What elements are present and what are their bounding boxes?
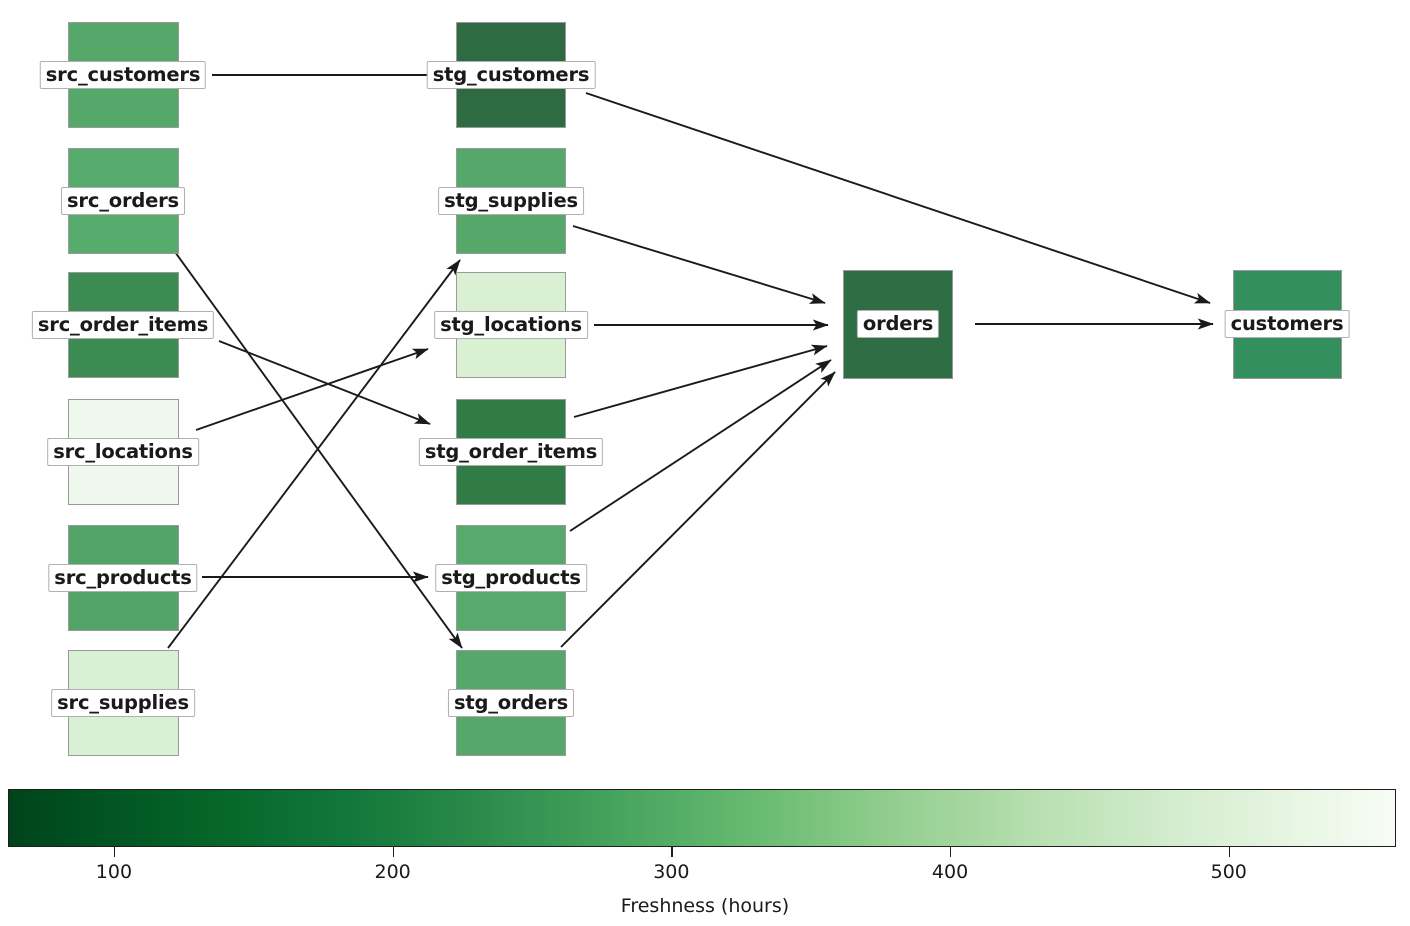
edge-stg_orders-to-orders xyxy=(560,371,836,648)
edge-stg_products-to-orders xyxy=(569,359,832,532)
node-label-stg_customers[interactable]: stg_customers xyxy=(426,60,596,90)
edge-stg_order_items-to-orders xyxy=(573,344,828,418)
edge-src_locations-to-stg_locations xyxy=(195,348,429,431)
edge-src_order_items-to-stg_order_items xyxy=(218,340,431,425)
node-label-stg_products[interactable]: stg_products xyxy=(435,563,587,593)
edge-src_supplies-to-stg_supplies xyxy=(167,259,461,649)
colorbar-tick-200 xyxy=(392,847,395,857)
colorbar-tick-label-500: 500 xyxy=(1210,861,1247,883)
edge-lines xyxy=(167,74,1214,649)
node-label-stg_locations[interactable]: stg_locations xyxy=(434,310,588,340)
node-label-stg_order_items[interactable]: stg_order_items xyxy=(418,437,604,467)
node-label-src_customers[interactable]: src_customers xyxy=(39,60,207,90)
node-label-src_supplies[interactable]: src_supplies xyxy=(51,688,195,718)
node-label-src_orders[interactable]: src_orders xyxy=(61,186,185,216)
colorbar-gradient xyxy=(8,789,1396,847)
colorbar-tick-label-300: 300 xyxy=(653,861,690,883)
colorbar-tick-label-100: 100 xyxy=(95,861,133,883)
colorbar-tick-400 xyxy=(950,847,952,857)
node-label-stg_orders[interactable]: stg_orders xyxy=(447,688,575,718)
colorbar-ticks xyxy=(0,847,1410,859)
node-label-src_order_items[interactable]: src_order_items xyxy=(31,310,215,340)
node-label-stg_supplies[interactable]: stg_supplies xyxy=(438,186,584,216)
colorbar-tick-300 xyxy=(671,847,673,857)
colorbar-title: Freshness (hours) xyxy=(620,895,790,917)
colorbar-tick-500 xyxy=(1228,847,1231,857)
node-label-src_locations[interactable]: src_locations xyxy=(47,437,199,467)
colorbar-tick-label-400: 400 xyxy=(931,861,969,883)
node-label-customers[interactable]: customers xyxy=(1224,309,1350,339)
colorbar-tick-100 xyxy=(113,847,116,857)
node-label-src_products[interactable]: src_products xyxy=(48,563,198,593)
edge-layer xyxy=(167,74,1214,649)
edge-stg_supplies-to-orders xyxy=(572,225,826,304)
edge-stg_customers-to-customers xyxy=(585,92,1211,304)
node-label-orders[interactable]: orders xyxy=(856,309,940,339)
colorbar-tick-label-200: 200 xyxy=(374,861,411,883)
